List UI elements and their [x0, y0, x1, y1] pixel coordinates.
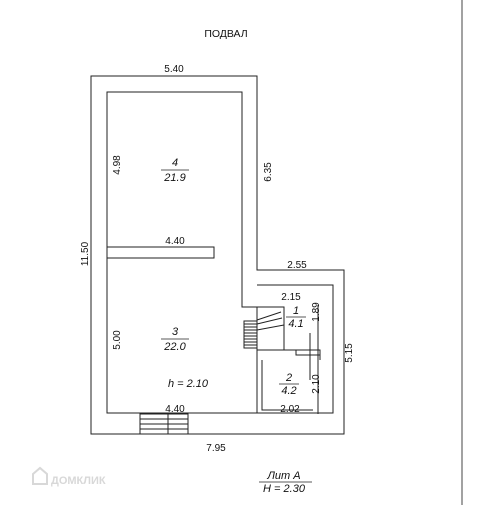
- dim-partition-width: 4.40: [165, 236, 185, 247]
- dim-room2-width: 2.02: [280, 404, 300, 415]
- dim-total-width: 7.95: [206, 443, 226, 454]
- dim-lower-room-height: 5.00: [112, 330, 123, 350]
- dim-right-lower-height: 5.15: [344, 343, 355, 363]
- ceiling-height: h = 2.10: [168, 378, 209, 390]
- room-1-label: 1 4.1: [286, 305, 306, 330]
- room-area: 4.1: [288, 318, 303, 330]
- dim-right-upper-height: 6.35: [263, 162, 274, 182]
- room-number: 3: [172, 326, 179, 338]
- room-divider: [257, 349, 320, 356]
- dim-stair-width: 2.15: [281, 292, 301, 303]
- outer-wall: [90, 75, 345, 435]
- dim-top-width: 5.40: [164, 64, 184, 75]
- dim-lower-room-width: 4.40: [165, 404, 185, 415]
- room-number: 1: [293, 305, 299, 317]
- room-number: 2: [285, 372, 292, 384]
- dim-step-width: 2.55: [287, 260, 307, 271]
- room2-outline: [261, 360, 313, 411]
- dim-room2-height: 2.10: [311, 374, 322, 394]
- domclick-watermark: ДОМКЛИК: [32, 466, 106, 487]
- plan-title: ПОДВАЛ: [204, 28, 247, 40]
- room-area: 4.2: [281, 385, 296, 397]
- entrance-steps: [139, 413, 189, 435]
- room-4-label: 4 21.9: [161, 157, 189, 184]
- dim-left-height: 11.50: [80, 241, 91, 266]
- stamp-line-2: H = 2.30: [263, 483, 306, 495]
- room-3-label: 3 22.0: [161, 326, 189, 353]
- partition-wall: [106, 246, 215, 259]
- stamp-line-1: Лит А: [266, 470, 300, 482]
- staircase: [243, 311, 285, 349]
- room-number: 4: [172, 157, 178, 169]
- room-area: 22.0: [163, 341, 186, 353]
- watermark-text: ДОМКЛИК: [51, 475, 106, 487]
- room-2-label: 2 4.2: [279, 372, 299, 397]
- building-stamp: Лит А H = 2.30: [259, 470, 312, 495]
- house-icon: [32, 466, 48, 485]
- room-area: 21.9: [163, 172, 185, 184]
- inner-wall-annex: [257, 284, 334, 414]
- dim-upper-room-height: 4.98: [112, 155, 123, 175]
- dim-stair-height: 1.89: [311, 302, 322, 322]
